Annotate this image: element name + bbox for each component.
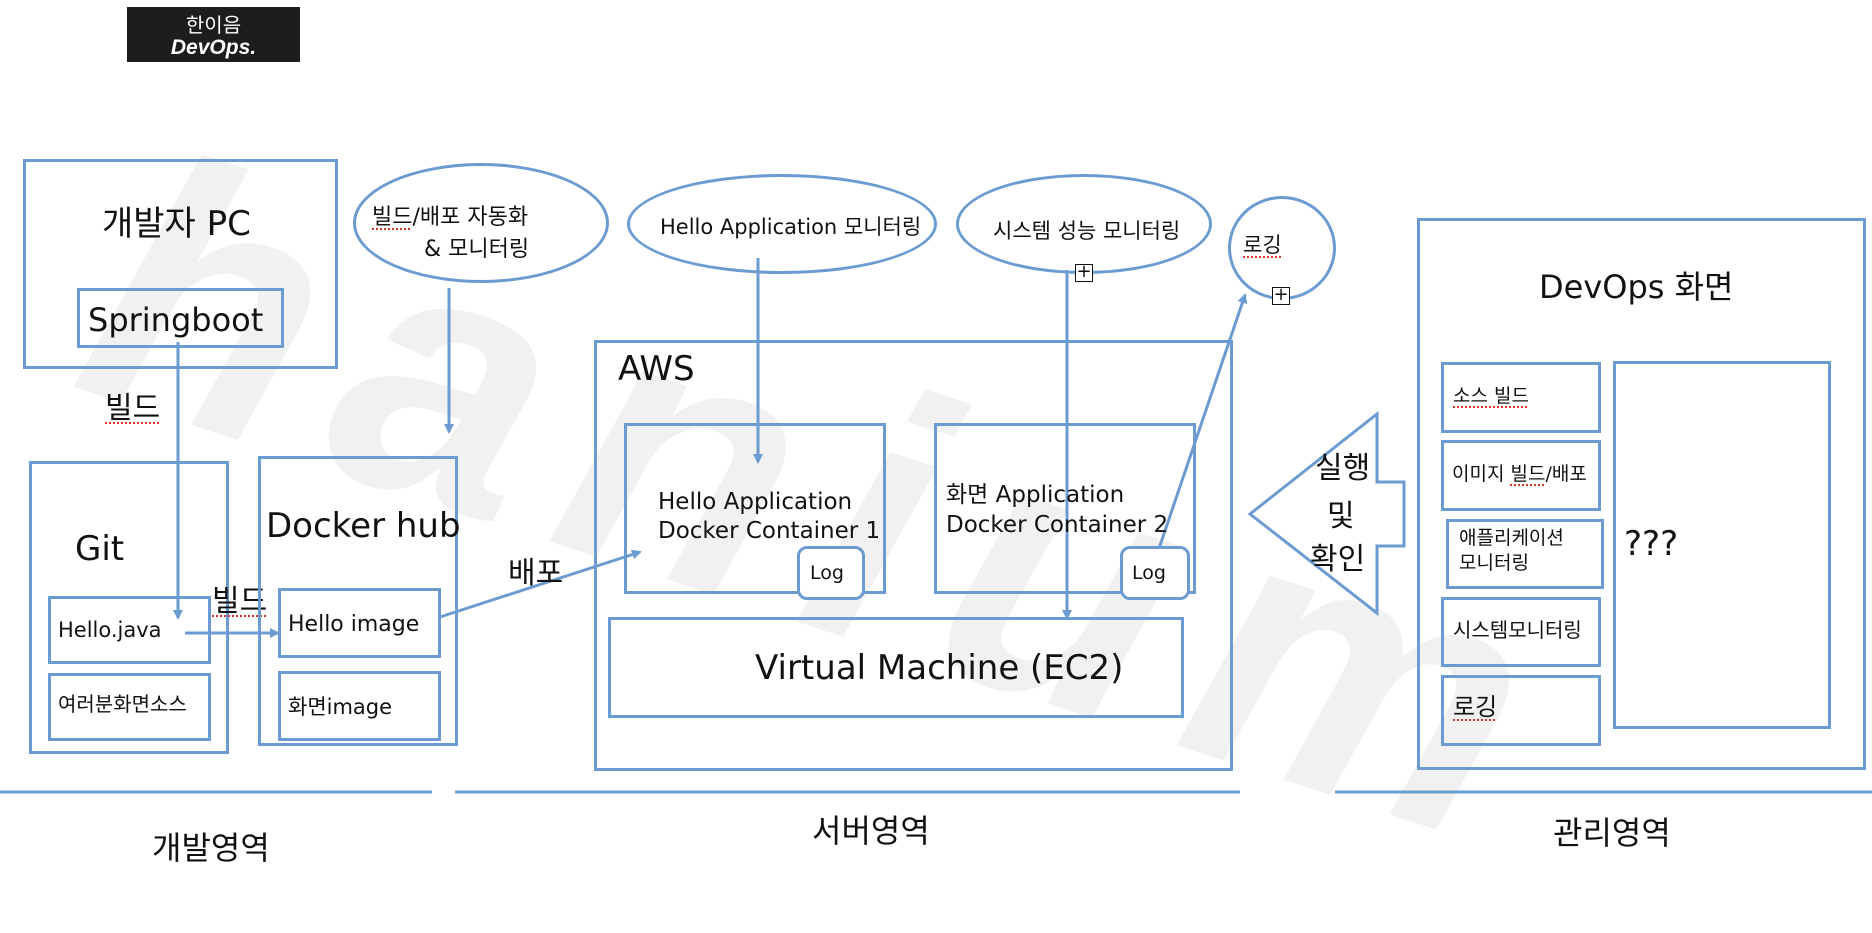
aws-box — [594, 340, 1233, 771]
docker-hub-box — [258, 456, 458, 746]
hello-monitor-ellipse — [627, 174, 937, 274]
menu-image-build-deploy[interactable] — [1441, 440, 1601, 511]
exec-line3: 확인 — [1310, 542, 1366, 577]
menu-app-monitoring[interactable] — [1446, 519, 1604, 589]
content-panel — [1613, 361, 1831, 729]
expand-icon[interactable]: + — [1075, 261, 1093, 282]
deploy-label: 배포 — [508, 556, 564, 591]
aws-title: AWS — [618, 349, 695, 389]
build-deploy-ellipse — [353, 163, 609, 283]
hello-monitor-label: Hello Application 모니터링 — [660, 215, 922, 239]
springboot-label: Springboot — [88, 301, 264, 339]
devops-screen-title: DevOps 화면 — [1539, 268, 1734, 306]
menu-image-build-deploy-label: 이미지 빌드/배포 — [1452, 463, 1587, 485]
system-monitor-label: 시스템 성능 모니터링 — [993, 219, 1181, 243]
server-area-label: 서버영역 — [812, 812, 930, 850]
mgmt-area-label: 관리영역 — [1553, 814, 1671, 852]
menu-app-monitoring-line1: 애플리케이션 — [1459, 527, 1564, 549]
virtual-machine-label: Virtual Machine (EC2) — [755, 648, 1124, 688]
menu-system-monitoring[interactable] — [1441, 597, 1601, 667]
hello-image-box — [278, 588, 441, 658]
build-deploy-line1-rest: /배포 자동화 — [412, 205, 529, 230]
exec-confirm-arrow — [1247, 410, 1406, 617]
log-label-2: Log — [1132, 562, 1166, 584]
devops-screen-box — [1417, 218, 1866, 770]
docker-hub-title: Docker hub — [266, 506, 461, 546]
container2-line2: Docker Container 2 — [946, 512, 1169, 538]
dev-area-label: 개발영역 — [152, 829, 270, 867]
build-deploy-line1: 빌드/배포 자동화 — [372, 205, 529, 230]
logo-line2: DevOps. — [170, 36, 257, 59]
menu-logging[interactable] — [1441, 675, 1601, 746]
content-placeholder: ??? — [1624, 524, 1679, 564]
build-deploy-line2: & 모니터링 — [424, 237, 530, 262]
virtual-machine-box — [608, 617, 1184, 718]
log-box-1 — [797, 546, 865, 600]
container1-line1: Hello Application — [658, 489, 853, 515]
menu-system-monitoring-label: 시스템모니터링 — [1453, 618, 1582, 642]
container1-box — [624, 423, 886, 594]
hello-java-box — [48, 596, 211, 664]
build-label-1: 빌드 — [105, 391, 161, 426]
log-box-2 — [1120, 546, 1190, 600]
git-box — [29, 461, 229, 754]
container1-line2: Docker Container 1 — [658, 518, 881, 544]
developer-pc-title: 개발자 PC — [102, 204, 251, 244]
logo-line1: 한이음 — [185, 15, 242, 37]
container2-line1: 화면 Application — [946, 482, 1125, 508]
springboot-box — [77, 288, 284, 348]
hello-image-label: Hello image — [288, 612, 420, 637]
hello-java-label: Hello.java — [58, 618, 162, 642]
log-label-1: Log — [810, 562, 844, 584]
expand-icon[interactable]: + — [1272, 284, 1290, 305]
developer-pc-box — [23, 159, 338, 369]
logging-label: 로깅 — [1243, 233, 1282, 257]
screen-image-label: 화면image — [288, 695, 393, 719]
exec-line1: 실행 — [1315, 451, 1371, 486]
multi-screen-source-box — [48, 673, 211, 741]
connector-layer — [0, 258, 1872, 794]
hanium-devops-logo: 한이음 DevOps. — [127, 7, 300, 62]
menu-source-build-label: 소스 빌드 — [1453, 385, 1529, 407]
arrow-deploy — [439, 549, 642, 619]
multi-screen-source-label: 여러분화면소스 — [58, 692, 187, 716]
git-title: Git — [75, 529, 125, 569]
menu-source-build[interactable] — [1441, 362, 1601, 433]
screen-image-box — [278, 671, 441, 741]
exec-line2: 및 — [1327, 499, 1355, 534]
menu-app-monitoring-line2: 모니터링 — [1459, 552, 1529, 574]
container2-box — [934, 423, 1196, 594]
menu-logging-label: 로깅 — [1453, 693, 1498, 721]
